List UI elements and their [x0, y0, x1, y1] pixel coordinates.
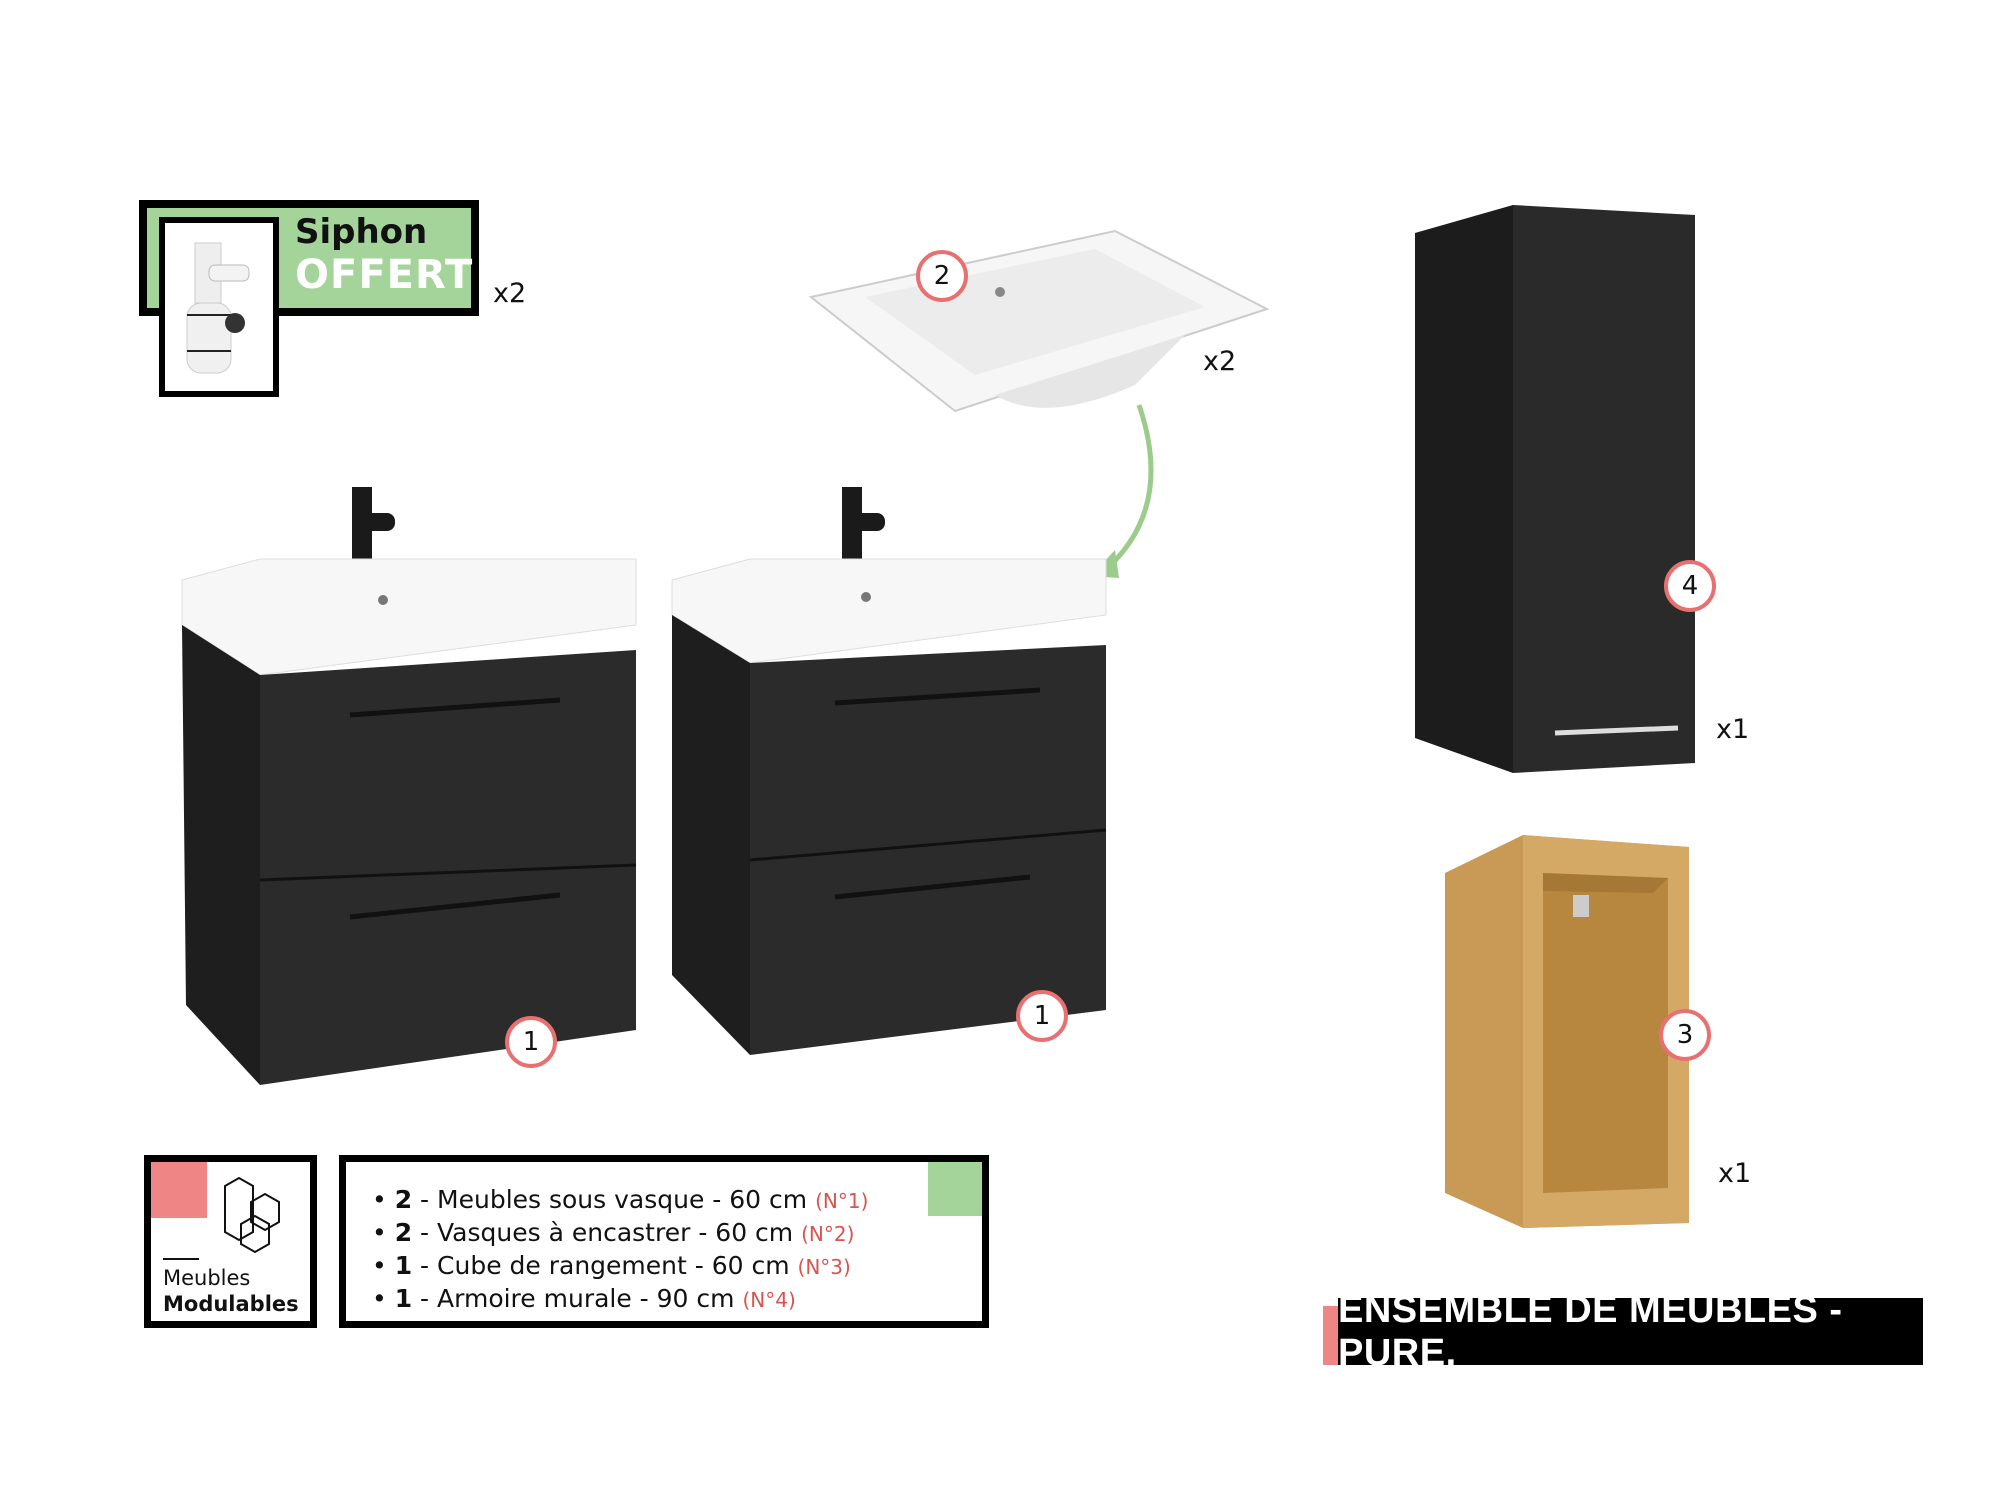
badge-wall-cabinet: 4 [1664, 560, 1716, 612]
wall-cabinet-quantity: x1 [1716, 714, 1750, 745]
green-swatch [928, 1162, 982, 1216]
pink-swatch [151, 1162, 207, 1218]
storage-cube-quantity: x1 [1718, 1158, 1752, 1189]
siphon-offer-text: OFFERT ! [295, 252, 508, 298]
list-item: • 2 - Vasques à encastrer - 60 cm (N°2) [372, 1218, 855, 1247]
badge-storage-cube: 3 [1659, 1009, 1711, 1061]
vanity-unit-1 [181, 487, 637, 1085]
basin-quantity: x2 [1203, 346, 1237, 377]
wall-cabinet-image [1415, 205, 1695, 773]
badge-vanity-2: 1 [1016, 990, 1068, 1042]
badge-vanity-1: 1 [505, 1016, 557, 1068]
contents-list-box: • 2 - Meubles sous vasque - 60 cm (N°1) … [339, 1155, 989, 1328]
badge-basin: 2 [916, 250, 968, 302]
list-item: • 2 - Meubles sous vasque - 60 cm (N°1) [372, 1185, 869, 1214]
modular-cubes-icon [224, 1176, 280, 1254]
list-item: • 1 - Cube de rangement - 60 cm (N°3) [372, 1251, 851, 1280]
vanity-unit-2 [671, 487, 1107, 1055]
siphon-image [159, 217, 279, 397]
title-accent [1323, 1306, 1338, 1365]
badge-label-2: Modulables [163, 1292, 299, 1316]
contents-list: • 2 - Meubles sous vasque - 60 cm (N°1) … [372, 1184, 868, 1316]
list-item: • 1 - Armoire murale - 90 cm (N°4) [372, 1284, 796, 1313]
siphon-quantity: x2 [493, 278, 527, 309]
basin-image [808, 229, 1270, 413]
storage-cube-image [1445, 835, 1689, 1228]
modular-furniture-badge: Meubles Modulables [144, 1155, 317, 1328]
product-title: ENSEMBLE DE MEUBLES - PURE. [1338, 1289, 1923, 1374]
badge-label-1: Meubles [163, 1266, 251, 1290]
siphon-title: Siphon [295, 212, 428, 252]
